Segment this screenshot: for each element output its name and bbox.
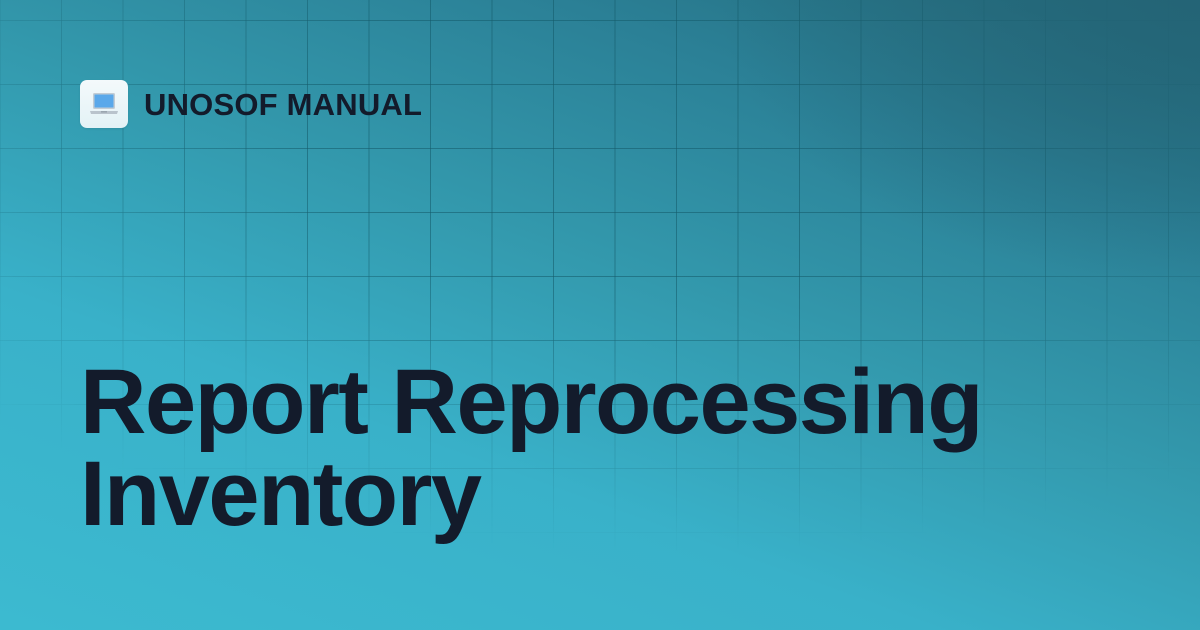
page-title: Report Reprocessing Inventory	[80, 351, 983, 545]
brand-name: UNOSOF MANUAL	[144, 86, 423, 122]
title-line-2: Inventory	[80, 443, 482, 545]
title-line-1: Report Reprocessing	[80, 351, 983, 453]
brand-logo-tile	[80, 80, 128, 128]
laptop-icon	[90, 93, 118, 114]
brand-header: UNOSOF MANUAL	[80, 80, 422, 128]
